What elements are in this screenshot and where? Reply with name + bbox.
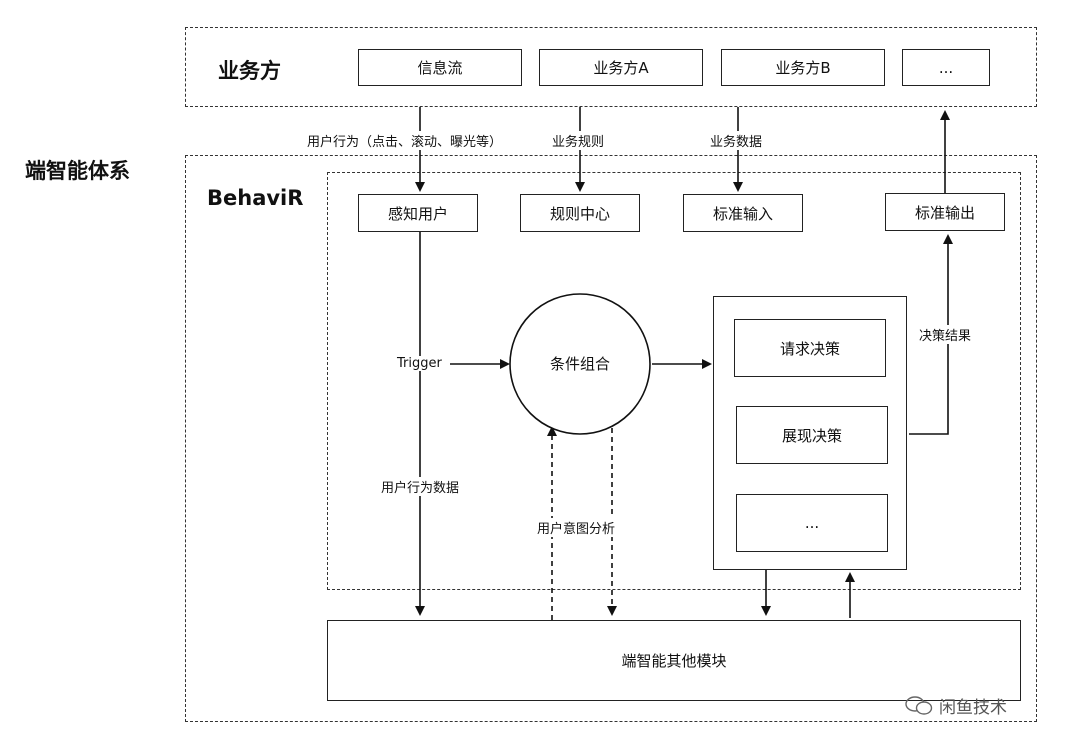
- label-business-data: 业务数据: [707, 131, 766, 150]
- user-intent-analysis-label: 用户意图分析: [534, 518, 619, 537]
- standard-output-box: 标准输出: [885, 193, 1005, 231]
- business-item-b: 业务方B: [721, 49, 885, 86]
- rule-center-box: 规则中心: [520, 194, 640, 232]
- business-item-feed: 信息流: [358, 49, 522, 86]
- decision-result-label: 决策结果: [916, 325, 975, 344]
- watermark: 闲鱼技术: [905, 693, 1007, 718]
- display-decision-box: 展现决策: [736, 406, 888, 464]
- user-behavior-data-label: 用户行为数据: [378, 477, 463, 496]
- behavir-frame: [327, 172, 1021, 590]
- trigger-label: Trigger: [393, 356, 446, 371]
- business-title: 业务方: [218, 59, 281, 83]
- system-frame: [185, 155, 1037, 722]
- label-business-rules: 业务规则: [549, 131, 608, 150]
- label-user-behavior: 用户行为（点击、滚动、曝光等）: [304, 131, 506, 150]
- request-decision-box: 请求决策: [734, 319, 886, 377]
- business-item-more: ...: [902, 49, 990, 86]
- watermark-text: 闲鱼技术: [939, 698, 1007, 718]
- standard-input-box: 标准输入: [683, 194, 803, 232]
- perceive-user-box: 感知用户: [358, 194, 478, 232]
- system-title: 端智能体系: [25, 159, 130, 183]
- other-modules-box: 端智能其他模块: [327, 620, 1021, 701]
- business-item-a: 业务方A: [539, 49, 703, 86]
- condition-combo-label: 条件组合: [549, 355, 610, 373]
- more-decision-box: ...: [736, 494, 888, 552]
- business-frame: [185, 27, 1037, 107]
- condition-circle: [509, 293, 651, 435]
- chat-bubble-icon: [905, 695, 933, 715]
- behavir-title: BehaviR: [207, 186, 304, 210]
